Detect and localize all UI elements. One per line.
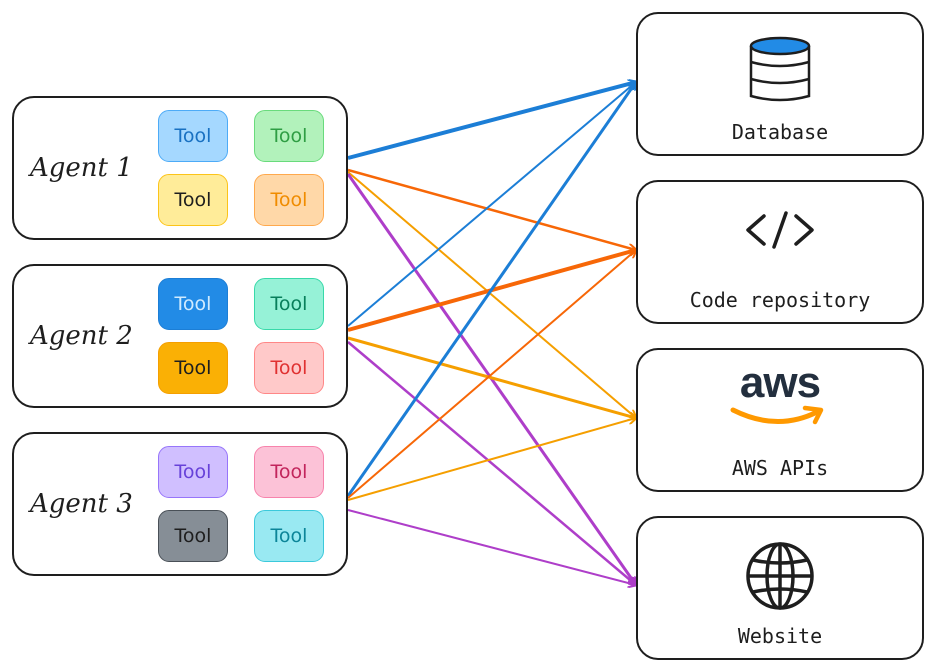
agent-box-3: Agent 3 Tool Tool Tool Tool bbox=[12, 432, 348, 576]
resource-label: Code repository bbox=[689, 288, 871, 312]
resource-website: Website bbox=[636, 516, 924, 660]
tool-box: Tool bbox=[254, 110, 324, 162]
arrow-agent1-database bbox=[347, 82, 636, 160]
resource-code-repository: Code repository bbox=[636, 180, 924, 324]
resource-label: AWS APIs bbox=[731, 456, 829, 480]
agent-label: Agent 1 bbox=[30, 153, 133, 183]
tool-box: Tool bbox=[158, 510, 228, 562]
resource-database: Database bbox=[636, 12, 924, 156]
tool-box: Tool bbox=[254, 278, 324, 330]
agent-box-1: Agent 1 Tool Tool Tool Tool bbox=[12, 96, 348, 240]
arrow-agent1-code-repository bbox=[347, 168, 636, 250]
tool-box: Tool bbox=[158, 446, 228, 498]
arrow-agent2-database bbox=[347, 82, 636, 327]
arrow-agent3-database bbox=[346, 82, 636, 497]
resource-label: Website bbox=[737, 624, 823, 648]
aws-logo: aws bbox=[725, 360, 835, 434]
tool-box: Tool bbox=[254, 446, 324, 498]
arrow-agent3-code-repository bbox=[347, 250, 636, 499]
arrow-agent3-website bbox=[347, 509, 636, 585]
arrow-agent3-aws-apis bbox=[347, 418, 636, 501]
aws-logo-text: aws bbox=[739, 358, 821, 407]
globe-icon bbox=[746, 542, 814, 610]
tool-box: Tool bbox=[254, 342, 324, 394]
arrow-agent1-aws-apis bbox=[347, 171, 636, 418]
arrow-agent2-aws-apis bbox=[347, 336, 636, 418]
agent-box-2: Agent 2 Tool Tool Tool Tool bbox=[12, 264, 348, 408]
tool-box: Tool bbox=[254, 174, 324, 226]
resource-aws-apis: aws AWS APIs bbox=[636, 348, 924, 492]
tool-box: Tool bbox=[158, 342, 228, 394]
tool-box: Tool bbox=[158, 278, 228, 330]
code-icon bbox=[746, 211, 814, 249]
arrow-agent2-website bbox=[347, 341, 636, 585]
aws-smile-icon bbox=[730, 405, 824, 425]
agent-label: Agent 2 bbox=[30, 321, 133, 351]
tool-box: Tool bbox=[254, 510, 324, 562]
tool-box: Tool bbox=[158, 110, 228, 162]
resource-label: Database bbox=[731, 120, 829, 144]
tool-box: Tool bbox=[158, 174, 228, 226]
agent-label: Agent 3 bbox=[30, 489, 133, 519]
database-icon bbox=[749, 36, 811, 102]
